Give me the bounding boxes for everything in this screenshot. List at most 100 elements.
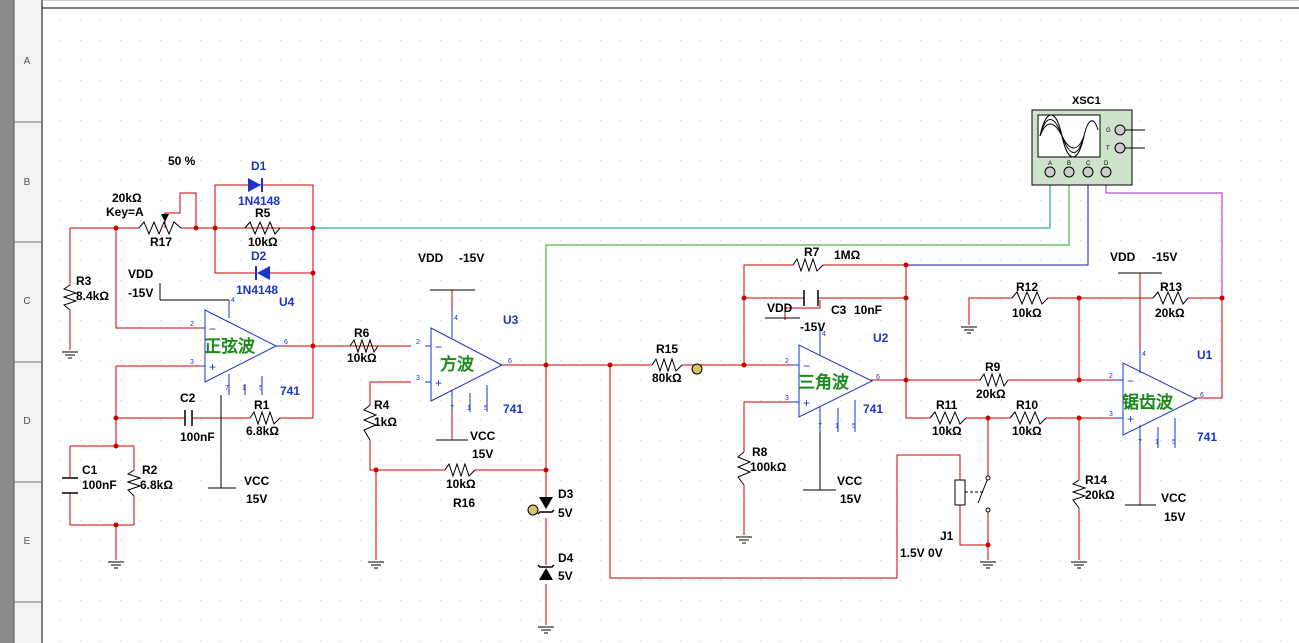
u2-pin-6: 6 <box>876 374 880 381</box>
opamp-u1-id: U1 <box>1197 348 1213 362</box>
u1-pin-7: 7 <box>1138 439 1142 446</box>
opamp-u3-id: U3 <box>503 313 519 327</box>
d4-value: 5V <box>558 569 573 583</box>
r8-name: R8 <box>752 445 768 459</box>
scope-ch-c: C <box>1086 161 1091 167</box>
u3-vdd-label: VDD <box>418 251 444 265</box>
r9-value: 20kΩ <box>976 387 1006 401</box>
row-label-a: A <box>24 56 31 67</box>
u2-vcc-label: VCC <box>837 474 863 488</box>
u4-vneg-label: -15V <box>128 286 153 300</box>
resistor-r6[interactable] <box>349 338 379 354</box>
c3-value: 10nF <box>854 303 882 317</box>
u4-pin-3: 3 <box>190 359 194 366</box>
resistor-r12[interactable] <box>1011 290 1049 306</box>
r1-value: 6.8kΩ <box>246 424 279 438</box>
u4-vcc-label: VCC <box>244 474 270 488</box>
u1-pin-4: 4 <box>1142 351 1146 358</box>
opamp-u1-model: 741 <box>1197 430 1217 444</box>
diode-d2[interactable] <box>255 266 270 280</box>
u4-pin-1: 1 <box>242 385 246 392</box>
capacitor-c3[interactable] <box>803 290 819 306</box>
resistor-r15[interactable] <box>651 357 683 373</box>
resistor-r9[interactable] <box>979 372 1009 388</box>
r6-value: 10kΩ <box>347 351 377 365</box>
oscilloscope-xsc1[interactable] <box>1031 109 1145 186</box>
u3-vneg-label: -15V <box>459 251 484 265</box>
scope-name: XSC1 <box>1072 95 1101 107</box>
r7-name: R7 <box>804 245 820 259</box>
row-label-c: C <box>23 296 30 307</box>
c1-value: 100nF <box>82 478 117 492</box>
resistor-r1[interactable] <box>249 410 281 426</box>
zener-d4[interactable] <box>537 564 555 580</box>
pot-key: Key=A <box>106 205 144 219</box>
opamp-u4[interactable] <box>204 309 278 383</box>
wires <box>69 184 1223 625</box>
r3-value: 8.4kΩ <box>76 289 109 303</box>
opamp-u3[interactable] <box>430 327 504 402</box>
resistor-r14[interactable] <box>1071 479 1087 509</box>
j1-value: 1.5V 0V <box>900 546 943 560</box>
svg-text:−: − <box>209 322 216 336</box>
resistor-r16[interactable] <box>444 462 476 478</box>
r2-value: 6.8kΩ <box>140 478 173 492</box>
resistor-r13[interactable] <box>1152 290 1189 306</box>
row-label-e: E <box>24 536 31 547</box>
svg-text:−: − <box>435 340 442 354</box>
opamp-u4-model: 741 <box>280 384 300 398</box>
scope-t: T <box>1106 146 1110 152</box>
u4-vdd-label: VDD <box>128 267 154 281</box>
u3-pin-6: 6 <box>508 358 512 365</box>
capacitor-c2[interactable] <box>184 410 193 426</box>
u3-pin-1: 1 <box>467 405 471 412</box>
r12-value: 10kΩ <box>1012 306 1042 320</box>
resistor-r7[interactable] <box>792 257 824 273</box>
diode-d1[interactable] <box>248 178 263 192</box>
zener-d3[interactable] <box>537 497 555 515</box>
junctions <box>113 225 1225 548</box>
pot-name: R17 <box>150 235 172 249</box>
r10-name: R10 <box>1016 398 1038 412</box>
r7-value: 1MΩ <box>834 248 861 262</box>
d2-model: 1N4148 <box>236 283 278 297</box>
resistor-r10[interactable] <box>1009 410 1047 426</box>
r5-name: R5 <box>255 206 271 220</box>
pot-value: 20kΩ <box>112 191 142 205</box>
u2-vdd-label: VDD <box>767 301 793 315</box>
potentiometer-r17[interactable] <box>138 220 182 236</box>
resistor-r4[interactable] <box>362 404 378 441</box>
r13-name: R13 <box>1160 280 1182 294</box>
switch-j1[interactable] <box>954 475 991 513</box>
u3-pin-7: 7 <box>450 405 454 412</box>
opamp-u4-label: 正弦波 <box>204 336 256 357</box>
opamp-u2-model: 741 <box>863 402 883 416</box>
r5-value: 10kΩ <box>248 235 278 249</box>
capacitor-c1[interactable] <box>62 446 78 494</box>
d3-value: 5V <box>558 506 573 520</box>
d4-name: D4 <box>558 551 574 565</box>
u1-pin-2: 2 <box>1109 373 1113 380</box>
opamp-u2[interactable] <box>798 344 874 418</box>
r2-name: R2 <box>142 463 158 477</box>
r10-value: 10kΩ <box>1012 424 1042 438</box>
resistor-r2[interactable] <box>126 469 142 497</box>
r11-name: R11 <box>936 398 958 412</box>
resistor-r3[interactable] <box>62 284 78 311</box>
scope-ch-b: B <box>1067 161 1071 167</box>
r9-name: R9 <box>985 360 1001 374</box>
u4-pin-5: 5 <box>259 385 263 392</box>
resistor-r8[interactable] <box>736 451 752 486</box>
opamp-u1-label: 锯齿波 <box>1122 392 1174 413</box>
r3-name: R3 <box>76 274 92 288</box>
u2-vneg-label: -15V <box>800 320 825 334</box>
u2-pin-4: 4 <box>822 331 826 338</box>
r13-value: 20kΩ <box>1155 306 1185 320</box>
resistor-r5[interactable] <box>244 220 281 236</box>
u1-pin-5: 5 <box>1172 439 1176 446</box>
u1-vcc-label: VCC <box>1161 491 1187 505</box>
resistor-r11[interactable] <box>929 410 967 426</box>
opamp-u1[interactable] <box>1122 362 1198 436</box>
